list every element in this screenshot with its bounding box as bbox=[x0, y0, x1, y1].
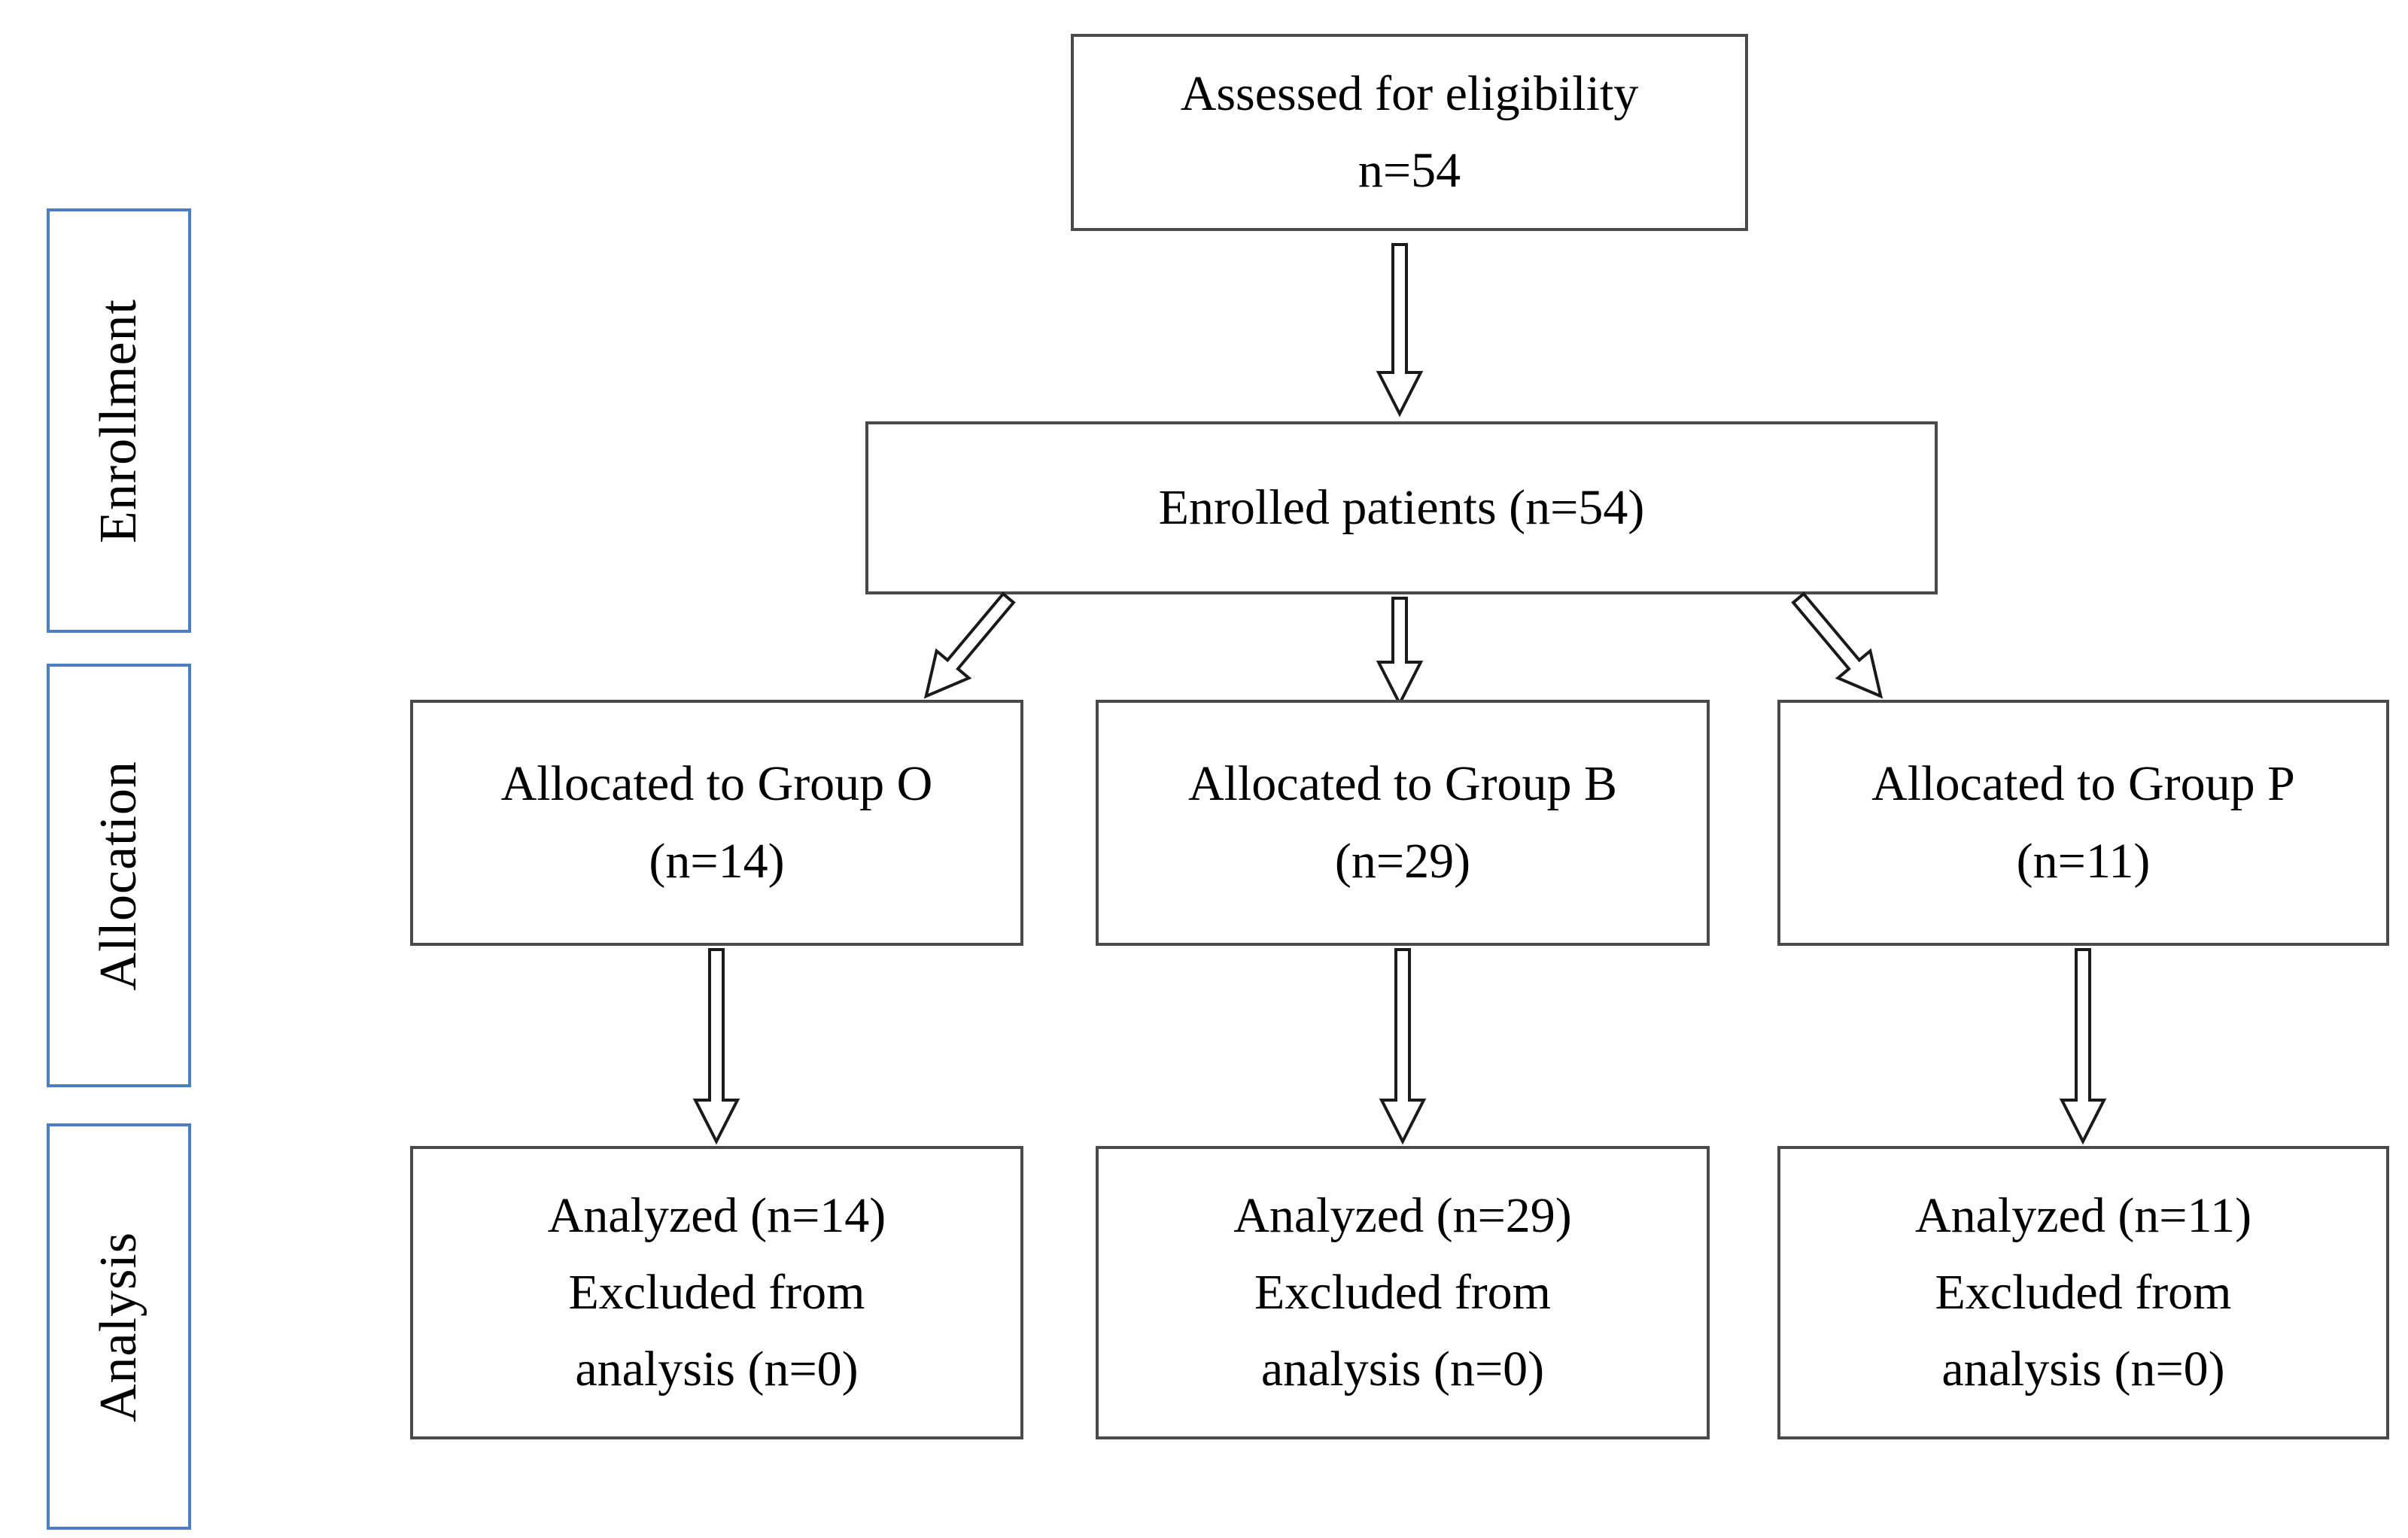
box-allocated-group-b: Allocated to Group B (n=29) bbox=[1096, 700, 1710, 946]
box-analysis-group-o: Analyzed (n=14) Excluded from analysis (… bbox=[410, 1146, 1023, 1439]
arrow-group-p-to-analysis-icon bbox=[2059, 948, 2107, 1145]
stage-box-enrollment: Enrollment bbox=[47, 208, 191, 633]
box-alloc-p-line-2: (n=11) bbox=[2016, 833, 2151, 889]
arrow-enrolled-to-group-b-icon bbox=[1376, 597, 1424, 707]
box-allocated-group-o: Allocated to Group O (n=14) bbox=[410, 700, 1023, 946]
box-analysis-group-b: Analyzed (n=29) Excluded from analysis (… bbox=[1096, 1146, 1710, 1439]
arrow-assessed-to-enrolled-icon bbox=[1376, 243, 1424, 418]
box-analysis-b-line-1: Analyzed (n=29) bbox=[1233, 1187, 1572, 1243]
stage-label-enrollment: Enrollment bbox=[90, 298, 147, 543]
box-assessed-line-1: Assessed for eligibility bbox=[1180, 65, 1639, 121]
stage-label-analysis: Analysis bbox=[90, 1231, 147, 1422]
box-analysis-b-line-3: analysis (n=0) bbox=[1260, 1342, 1545, 1397]
box-alloc-o-line-1: Allocated to Group O bbox=[500, 756, 933, 812]
box-analysis-o-line-3: analysis (n=0) bbox=[575, 1342, 859, 1397]
box-assessed-for-eligibility: Assessed for eligibility n=54 bbox=[1071, 34, 1748, 231]
box-alloc-b-line-2: (n=29) bbox=[1334, 833, 1471, 889]
arrow-enrolled-to-group-o-icon bbox=[923, 591, 1016, 699]
box-analysis-p-line-2: Excluded from bbox=[1935, 1264, 2232, 1320]
arrow-group-b-to-analysis-icon bbox=[1379, 948, 1427, 1145]
stage-label-allocation: Allocation bbox=[90, 760, 147, 991]
box-assessed-line-2: n=54 bbox=[1358, 143, 1461, 198]
arrow-enrolled-to-group-p-icon bbox=[1791, 591, 1884, 699]
box-analysis-b-line-2: Excluded from bbox=[1254, 1264, 1552, 1320]
box-analysis-p-line-3: analysis (n=0) bbox=[1941, 1342, 2225, 1397]
stage-box-allocation: Allocation bbox=[47, 664, 191, 1087]
stage-box-analysis: Analysis bbox=[47, 1123, 191, 1530]
box-enrolled-line-1: Enrolled patients (n=54) bbox=[1158, 479, 1645, 535]
box-analysis-o-line-2: Excluded from bbox=[568, 1264, 865, 1320]
box-alloc-b-line-1: Allocated to Group B bbox=[1187, 756, 1618, 812]
box-analysis-group-p: Analyzed (n=11) Excluded from analysis (… bbox=[1777, 1146, 2389, 1439]
box-enrolled-patients: Enrolled patients (n=54) bbox=[865, 421, 1938, 594]
arrow-group-o-to-analysis-icon bbox=[692, 948, 740, 1145]
box-analysis-p-line-1: Analyzed (n=11) bbox=[1914, 1187, 2252, 1243]
box-analysis-o-line-1: Analyzed (n=14) bbox=[547, 1187, 886, 1243]
box-alloc-p-line-1: Allocated to Group P bbox=[1871, 756, 2295, 812]
box-alloc-o-line-2: (n=14) bbox=[649, 833, 785, 889]
box-allocated-group-p: Allocated to Group P (n=11) bbox=[1777, 700, 2389, 946]
